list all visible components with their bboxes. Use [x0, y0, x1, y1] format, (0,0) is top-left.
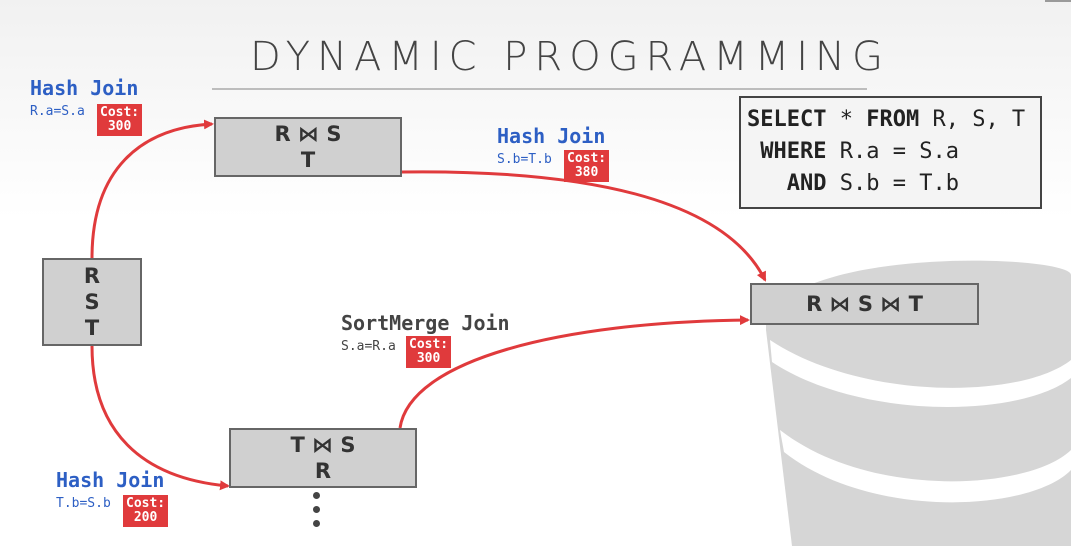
- edge-bottom-right-op: SortMerge Join: [341, 311, 510, 335]
- dot: [313, 492, 320, 499]
- edge-top-right-pred: S.b=T.b: [497, 152, 552, 167]
- cost-value: 300: [416, 351, 441, 366]
- edge-bottom-left-pred: T.b=S.b: [56, 496, 111, 511]
- title-divider: [212, 88, 867, 90]
- node-rs-t-rest: T: [300, 148, 316, 172]
- node-rst-r: R: [83, 264, 101, 288]
- dot: [313, 520, 320, 527]
- edge-bottom-right-cost: Cost: 300: [406, 336, 452, 368]
- cost-label: Cost:: [409, 337, 449, 352]
- sql-kw-from: FROM: [866, 107, 920, 132]
- node-rs-t: R ⋈ S T: [214, 117, 402, 177]
- slide-title: DYNAMIC PROGRAMMING: [250, 34, 890, 80]
- sql-kw-and: AND: [786, 171, 827, 196]
- sql-and-pred: S.b = T.b: [826, 171, 959, 196]
- cost-label: Cost:: [100, 105, 140, 120]
- edge-top-left-cost: Cost: 300: [97, 104, 143, 136]
- edge-top-left-op: Hash Join: [30, 76, 139, 100]
- cost-value: 200: [133, 510, 158, 525]
- node-final: R ⋈ S ⋈ T: [750, 283, 979, 325]
- cost-label: Cost:: [126, 496, 166, 511]
- sql-tables: R, S, T: [919, 107, 1026, 132]
- edge-rst-to-ts: [90, 345, 230, 491]
- node-final-label: R ⋈ S ⋈ T: [806, 292, 923, 316]
- node-rst-t: T: [84, 316, 100, 340]
- cost-value: 380: [574, 165, 599, 180]
- edge-rst-to-rs: [90, 119, 214, 259]
- corner-rule: [1045, 0, 1071, 2]
- edge-rs-to-final: [401, 170, 767, 282]
- node-ts-r: T ⋈ S R: [229, 428, 417, 488]
- cost-label: Cost:: [567, 151, 607, 166]
- edge-bottom-left-op: Hash Join: [56, 468, 165, 492]
- sql-star: *: [826, 107, 867, 132]
- edge-ts-to-final: [398, 315, 750, 429]
- node-rst: R S T: [42, 258, 142, 346]
- edge-top-right-cost: Cost: 380: [564, 150, 610, 182]
- cost-value: 300: [107, 119, 132, 134]
- sql-where-pred: R.a = S.a: [826, 139, 959, 164]
- node-ts-join: T ⋈ S: [290, 433, 356, 457]
- sql-kw-where: WHERE: [760, 139, 827, 164]
- ellipsis-icon: [313, 492, 320, 534]
- edge-bottom-right-pred: S.a=R.a: [341, 339, 396, 354]
- edge-bottom-left-cost: Cost: 200: [123, 495, 169, 527]
- edge-top-right-op: Hash Join: [497, 124, 606, 148]
- node-ts-r-rest: R: [314, 459, 332, 483]
- dot: [313, 506, 320, 513]
- sql-kw-select: SELECT: [747, 107, 827, 132]
- edge-top-left-pred: R.a=S.a: [30, 104, 85, 119]
- sql-query-box: SELECT * FROM R, S, T WHERE R.a = S.a AN…: [739, 96, 1042, 209]
- node-rst-s: S: [84, 290, 100, 314]
- node-rs-join: R ⋈ S: [274, 122, 342, 146]
